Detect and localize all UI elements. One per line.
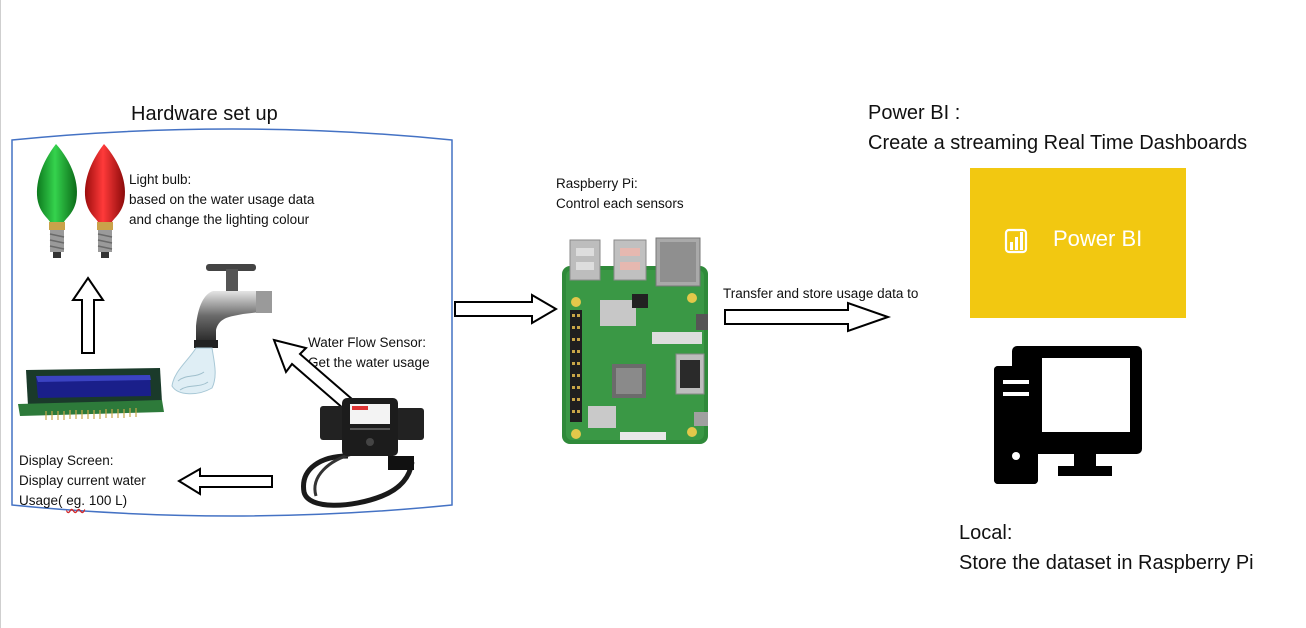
raspberry-pi-label: Raspberry Pi: Control each sensors <box>556 176 684 211</box>
light-bulbs-image <box>36 144 126 258</box>
local-heading: Local: Store the dataset in Raspberry Pi <box>959 522 1254 574</box>
transfer-label: Transfer and store usage data to <box>723 286 919 301</box>
light-bulb-label: Light bulb: based on the water usage dat… <box>129 172 315 227</box>
flow-sensor-image <box>301 398 424 508</box>
computer-icon <box>994 346 1142 484</box>
raspberry-pi-board-image <box>562 237 708 444</box>
hardware-to-pi-arrow <box>454 293 558 325</box>
power-bi-heading: Power BI : Create a streaming Real Time … <box>868 102 1248 154</box>
spellcheck-flag: eg. <box>66 493 86 508</box>
left-edge-line <box>0 0 1 628</box>
up-arrow <box>71 276 105 354</box>
power-bi-icon <box>1004 228 1028 254</box>
display-screen-example: Usage( eg. 100 L) <box>19 493 128 508</box>
water-flow-sensor-label: Water Flow Sensor: Get the water usage <box>308 335 430 370</box>
red-bulb <box>84 144 126 258</box>
power-bi-logo: Power BI <box>970 168 1186 318</box>
left-arrow <box>177 467 273 496</box>
power-bi-logo-text: Power BI <box>1053 226 1143 251</box>
lcd-display-image <box>18 368 164 420</box>
green-bulb <box>36 144 78 258</box>
faucet-image <box>171 264 272 395</box>
hardware-title: Hardware set up <box>131 103 278 125</box>
display-screen-label: Display Screen: Display current water Us… <box>19 451 146 511</box>
pi-to-powerbi-arrow <box>724 301 892 333</box>
